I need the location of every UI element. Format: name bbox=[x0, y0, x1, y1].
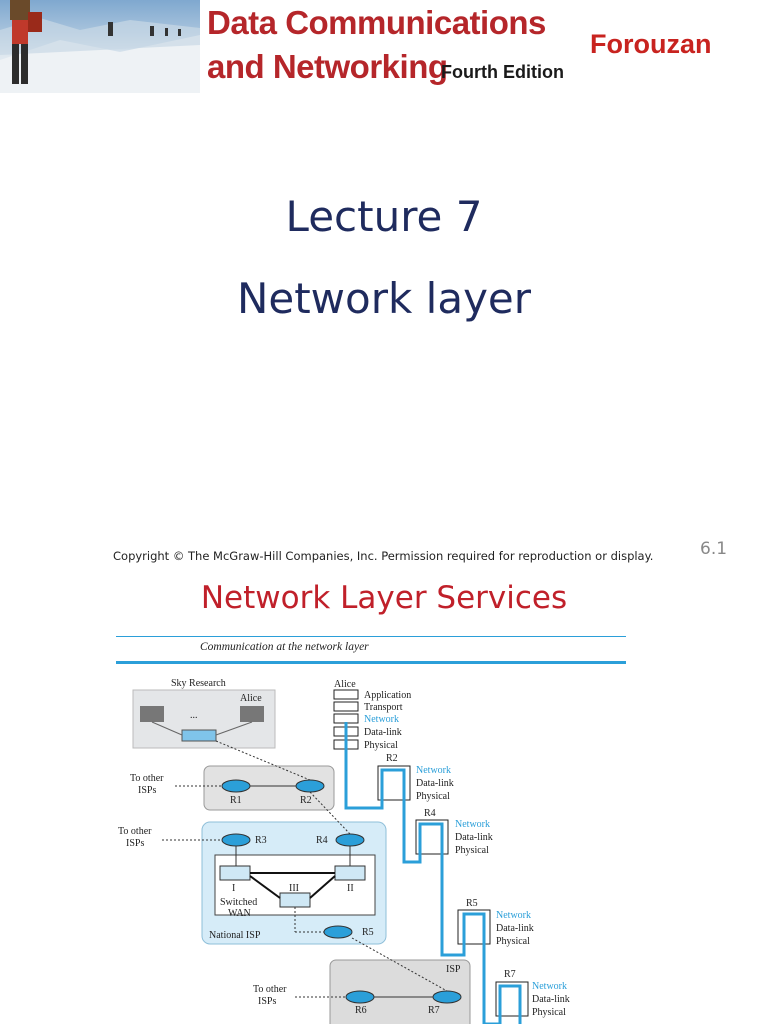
r4-label: R4 bbox=[316, 835, 328, 846]
national-isp-label: National ISP bbox=[209, 930, 261, 941]
wan-switch-3-icon bbox=[279, 892, 311, 908]
r7-network: Network bbox=[532, 981, 567, 992]
mountaineers-photo bbox=[0, 0, 200, 93]
regional-isp: ISP To other ISPs R6 R7 bbox=[253, 937, 471, 1024]
router-stacks: R2 Network Data-link Physical R4 Network… bbox=[377, 753, 570, 1018]
r5-data-link: Data-link bbox=[496, 923, 534, 934]
wan-label: WAN bbox=[228, 908, 251, 919]
r5-network: Network bbox=[496, 910, 531, 921]
page-number: 6.1 bbox=[700, 539, 728, 559]
router-r3-icon bbox=[221, 833, 251, 847]
r2-label: R2 bbox=[300, 795, 312, 806]
stack-physical: Physical bbox=[364, 740, 398, 751]
isp-label: ISP bbox=[446, 964, 461, 975]
r3-label: R3 bbox=[255, 835, 267, 846]
lecture-topic: Network layer bbox=[236, 274, 532, 323]
isps-2: ISPs bbox=[126, 838, 144, 849]
isps-1: ISPs bbox=[138, 785, 156, 796]
switch-i-label: I bbox=[232, 883, 235, 894]
lecture-number: Lecture 7 bbox=[285, 192, 483, 241]
switched-label: Switched bbox=[220, 897, 257, 908]
r7-label: R7 bbox=[428, 1005, 440, 1016]
figure-caption: Communication at the network layer bbox=[200, 641, 369, 653]
stack-data-link: Data-link bbox=[364, 727, 402, 738]
lan-switch-icon bbox=[181, 729, 217, 742]
r2-network: Network bbox=[416, 765, 451, 776]
local-isp: To other ISPs R1 R2 bbox=[130, 740, 335, 811]
stack-r4-label: R4 bbox=[424, 808, 436, 819]
router-r4-icon bbox=[335, 833, 365, 847]
climbers-illustration bbox=[0, 0, 200, 93]
book-edition: Fourth Edition bbox=[441, 62, 564, 82]
switch-iii-label: III bbox=[289, 883, 299, 894]
network-layer-diagram: Sky Research Alice ... To other ISPs R1 … bbox=[118, 678, 570, 1024]
r4-network: Network bbox=[455, 819, 490, 830]
router-r2-icon bbox=[295, 779, 325, 793]
r4-data-link: Data-link bbox=[455, 832, 493, 843]
r7-physical: Physical bbox=[532, 1007, 566, 1018]
network-path-line bbox=[344, 722, 522, 1024]
router-r1-icon bbox=[221, 779, 251, 793]
stack-r5-label: R5 bbox=[466, 898, 478, 909]
to-other-isps-2: To other bbox=[118, 826, 152, 837]
r4-physical: Physical bbox=[455, 845, 489, 856]
laptop-left-icon bbox=[140, 706, 164, 722]
switch-ii-label: II bbox=[347, 883, 354, 894]
to-other-isps-1: To other bbox=[130, 773, 164, 784]
r6-label: R6 bbox=[355, 1005, 367, 1016]
r2-physical: Physical bbox=[416, 791, 450, 802]
laptop-right-icon bbox=[240, 706, 264, 722]
isps-3: ISPs bbox=[258, 996, 276, 1007]
national-isp: To other ISPs R3 R4 I II III Switched WA… bbox=[118, 791, 387, 945]
stack-application: Application bbox=[364, 690, 411, 701]
alice-host-label: Alice bbox=[240, 693, 262, 704]
sky-research-label: Sky Research bbox=[171, 678, 226, 689]
stack-network: Network bbox=[364, 714, 399, 725]
r1-label: R1 bbox=[230, 795, 242, 806]
router-r6-icon bbox=[345, 990, 375, 1004]
alice-stack-label: Alice bbox=[334, 679, 356, 690]
ellipsis-label: ... bbox=[190, 710, 198, 721]
to-other-isps-3: To other bbox=[253, 984, 287, 995]
router-r5-icon bbox=[323, 925, 353, 939]
r7-data-link: Data-link bbox=[532, 994, 570, 1005]
wan-switch-2-icon bbox=[334, 865, 366, 881]
book-title: Data Communications and Networking bbox=[207, 4, 546, 83]
book-title-line2: and Networking bbox=[207, 48, 448, 85]
copyright-notice: Copyright © The McGraw-Hill Companies, I… bbox=[113, 549, 654, 563]
stack-r2-label: R2 bbox=[386, 753, 398, 764]
sky-research-lan: Sky Research Alice ... bbox=[132, 678, 276, 749]
book-title-line1: Data Communications bbox=[207, 4, 546, 41]
figure-caption-bar: Communication at the network layer bbox=[116, 636, 626, 664]
book-banner: Data Communications and Networking Fourt… bbox=[0, 0, 768, 94]
book-author: Forouzan bbox=[590, 29, 712, 59]
r5-label: R5 bbox=[362, 927, 374, 938]
router-r7-icon bbox=[432, 990, 462, 1004]
r2-data-link: Data-link bbox=[416, 778, 454, 789]
r5-physical: Physical bbox=[496, 936, 530, 947]
stack-transport: Transport bbox=[364, 702, 403, 713]
stack-r7-label: R7 bbox=[504, 969, 516, 980]
section-title: Network Layer Services bbox=[200, 580, 568, 616]
wan-switch-1-icon bbox=[219, 865, 251, 881]
